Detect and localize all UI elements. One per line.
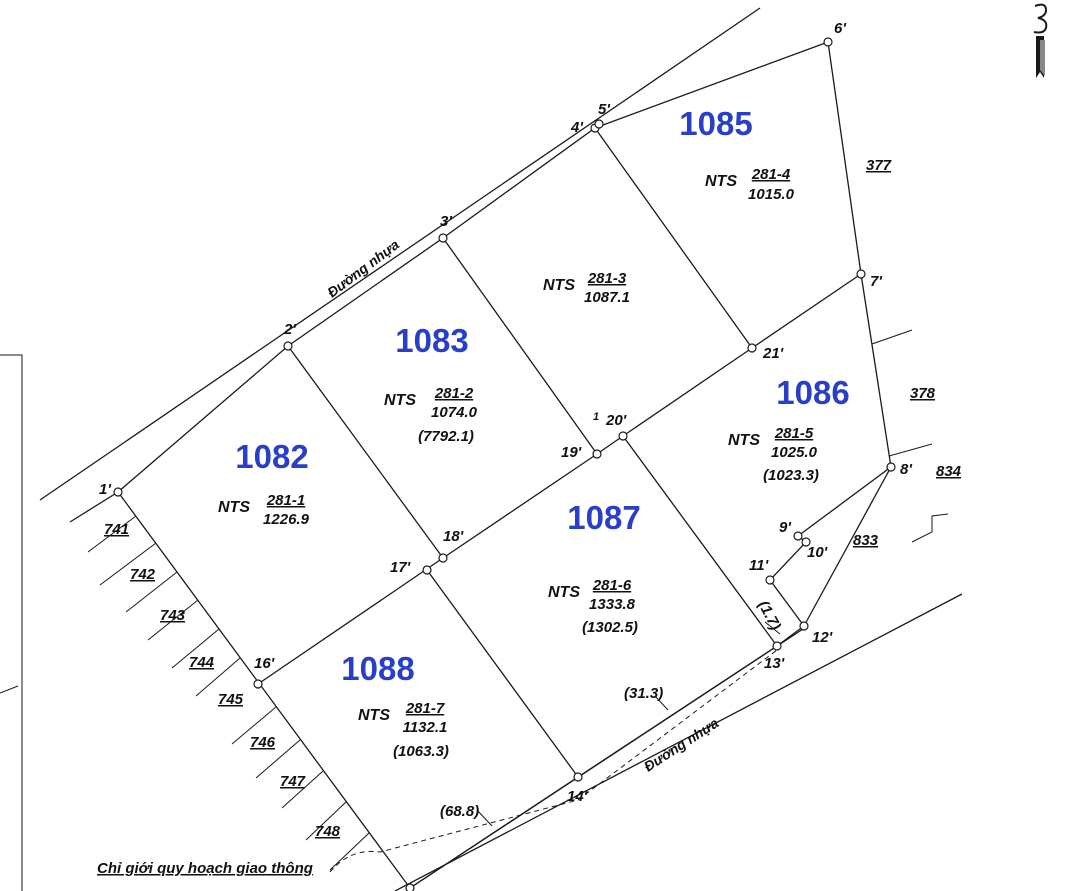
land-type: NTS (728, 432, 760, 449)
parcel-number: 1083 (395, 322, 468, 359)
neighbor-parcel: 744 (189, 654, 215, 671)
sheet-code: 281-1 (266, 492, 305, 509)
vertex-label: 4' (570, 119, 583, 136)
road-label-bottom: Đường nhựa (641, 714, 722, 774)
vertex-markers (113, 37, 896, 891)
measured-area: (1023.3) (763, 467, 819, 484)
north-arrow-icon (1033, 3, 1048, 78)
neighbor-lot-ticks (87, 515, 370, 871)
dimension-label: (68.8) (440, 803, 479, 820)
measured-area: (1302.5) (582, 619, 638, 636)
sheet-code: 281-4 (751, 166, 791, 183)
parcel-number: 1082 (235, 438, 308, 475)
vertex-label: 21' (762, 345, 784, 362)
neighbor-parcel: 378 (910, 385, 936, 402)
parcel-1082[interactable]: 1082 NTS 281-1 1226.9 (218, 438, 310, 528)
area: 1015.0 (748, 186, 795, 203)
area: 1226.9 (263, 511, 310, 528)
area: 1074.0 (431, 404, 478, 421)
sheet-code: 281-3 (587, 270, 627, 287)
land-type: NTS (384, 392, 416, 409)
vertex-label: 3' (440, 213, 452, 230)
sheet-code: 281-2 (434, 385, 474, 402)
neighbor-parcel: 743 (160, 607, 186, 624)
area: 1025.0 (771, 444, 818, 461)
neighbor-parcel: 377 (866, 157, 892, 174)
measured-area: (7792.1) (418, 428, 474, 445)
vertex-label: 12' (812, 629, 833, 646)
sheet-code: 281-5 (774, 425, 814, 442)
road-label-top: Đường nhựa (324, 236, 402, 300)
vertex-label: 8' (900, 461, 912, 478)
vertex-label: 7' (870, 273, 882, 290)
neighbor-parcel: 747 (280, 773, 306, 790)
area: 1087.1 (584, 289, 630, 306)
vertex-label: 1' (99, 481, 111, 498)
area: 1132.1 (403, 719, 448, 736)
land-type: NTS (543, 277, 575, 294)
neighbor-parcel: 748 (315, 823, 341, 840)
vertex-label: 19' (561, 444, 582, 461)
parcel-281-3[interactable]: NTS 281-3 1087.1 (543, 270, 630, 306)
land-type: NTS (705, 173, 737, 190)
land-type: NTS (218, 499, 250, 516)
parcel-1087[interactable]: 1087 NTS 281-6 1333.8 (1302.5) (548, 499, 641, 636)
vertex-label: 13' (764, 655, 785, 672)
parcel-1083[interactable]: 1083 NTS 281-2 1074.0 (7792.1) (384, 322, 478, 445)
parcel-1088[interactable]: 1088 NTS 281-7 1132.1 (1063.3) (341, 650, 449, 760)
land-type: NTS (358, 707, 390, 724)
vertex-label: 9' (779, 519, 791, 536)
parcel-1085[interactable]: 1085 NTS 281-4 1015.0 (679, 105, 794, 203)
vertex-label: 2' (283, 321, 296, 338)
vertex-labels: 1' 2' 3' 4' 5' 6' 7' 8' 9' 10' 11' 12' 1… (99, 20, 912, 805)
dimension-label: (1.7) (754, 598, 783, 633)
neighbor-parcel: 745 (218, 691, 244, 708)
sheet-code: 281-7 (405, 700, 445, 717)
vertex-label: 17' (390, 559, 411, 576)
map-frame (0, 354, 23, 891)
parcel-number: 1088 (341, 650, 414, 687)
planning-boundary-line (329, 621, 781, 873)
parcel-number: 1086 (776, 374, 849, 411)
neighbor-parcel: 834 (936, 463, 962, 480)
parcel-1086[interactable]: 1086 NTS 281-5 1025.0 (1023.3) (728, 374, 850, 484)
parcel-number: 1085 (679, 105, 752, 142)
sheet-code: 281-6 (592, 577, 632, 594)
vertex-label: 20' (605, 412, 627, 429)
measured-area: (1063.3) (393, 743, 449, 760)
parcel-number: 1087 (567, 499, 640, 536)
vertex-label: 16' (254, 655, 275, 672)
neighbor-parcel: 833 (853, 532, 879, 549)
vertex-label: 6' (834, 20, 846, 37)
stray-mark: 1 (593, 411, 599, 423)
vertex-label: 11' (749, 557, 769, 574)
neighbor-parcel: 742 (130, 566, 156, 583)
neighbor-parcel: 746 (250, 734, 276, 751)
land-type: NTS (548, 584, 580, 601)
vertex-label: 14' (567, 788, 588, 805)
planning-boundary-legend: Chỉ giới quy hoạch giao thông (97, 860, 313, 877)
vertex-label: 18' (443, 528, 464, 545)
neighbor-parcel-labels: 377 378 834 833 741 742 743 744 745 746 … (104, 157, 962, 840)
area: 1333.8 (589, 596, 636, 613)
dimension-label: (31.3) (624, 685, 663, 702)
neighbor-parcel: 741 (104, 521, 129, 538)
vertex-label: 10' (807, 544, 828, 561)
vertex-label: 5' (598, 101, 610, 118)
